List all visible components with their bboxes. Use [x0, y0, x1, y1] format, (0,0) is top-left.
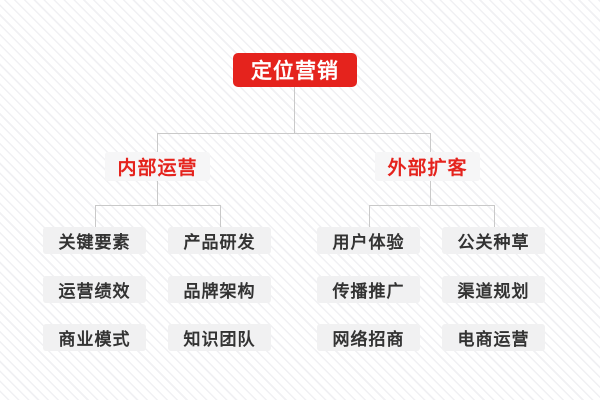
leaf-node-key-elements[interactable]: 关键要素	[43, 227, 146, 254]
connector-line	[157, 133, 158, 152]
leaf-node-product-rnd[interactable]: 产品研发	[168, 227, 271, 254]
connector-line	[157, 181, 158, 205]
leaf-node-ecommerce-ops[interactable]: 电商运营	[442, 324, 545, 351]
connector-line	[294, 87, 295, 133]
connector-line	[430, 133, 431, 152]
leaf-node-knowledge-team[interactable]: 知识团队	[168, 324, 271, 351]
connector-line	[157, 133, 431, 134]
leaf-node-brand-structure[interactable]: 品牌架构	[168, 276, 271, 303]
connector-line	[369, 205, 370, 227]
connector-line	[220, 205, 221, 227]
branch-node-internal-operations[interactable]: 内部运营	[105, 152, 210, 181]
leaf-node-ops-performance[interactable]: 运营绩效	[43, 276, 146, 303]
leaf-node-user-experience[interactable]: 用户体验	[317, 227, 420, 254]
connector-line	[494, 205, 495, 227]
leaf-node-pr-seeding[interactable]: 公关种草	[442, 227, 545, 254]
leaf-node-business-model[interactable]: 商业模式	[43, 324, 146, 351]
branch-node-external-expansion[interactable]: 外部扩客	[375, 152, 480, 181]
leaf-node-channel-planning[interactable]: 渠道规划	[442, 276, 545, 303]
connector-line	[95, 205, 221, 206]
connector-line	[95, 205, 96, 227]
leaf-node-online-investment[interactable]: 网络招商	[317, 324, 420, 351]
connector-line	[369, 205, 495, 206]
root-node-positioning-marketing[interactable]: 定位营销	[233, 53, 357, 87]
leaf-node-promotion[interactable]: 传播推广	[317, 276, 420, 303]
connector-line	[430, 181, 431, 205]
